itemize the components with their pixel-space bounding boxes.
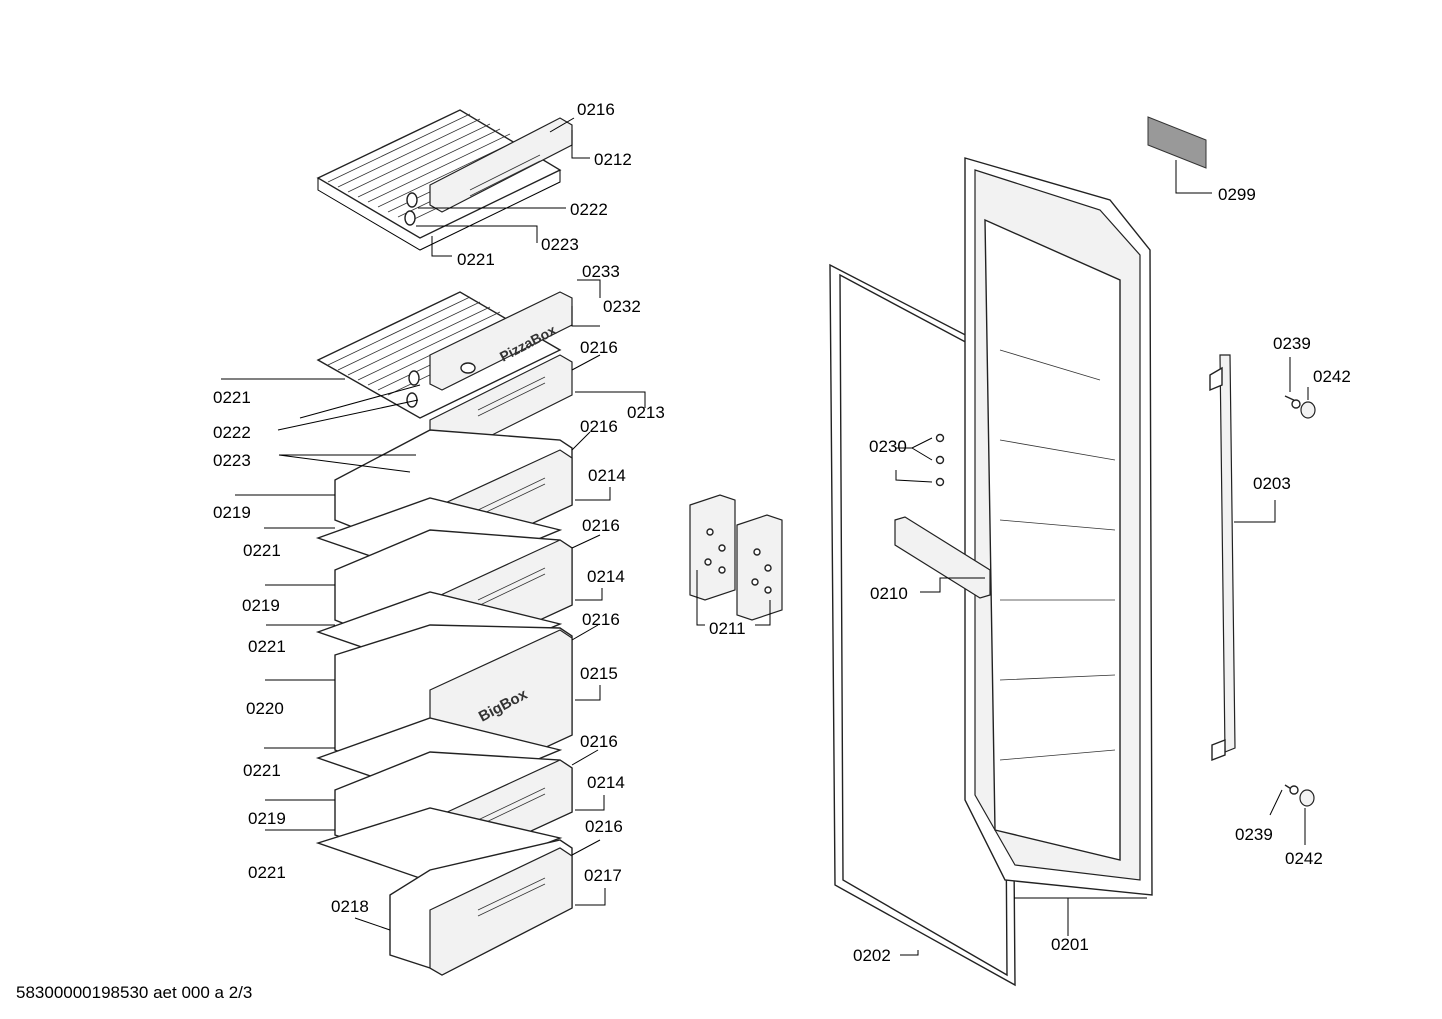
- door-screws: [935, 433, 945, 487]
- callout-label: 0299: [1218, 185, 1256, 204]
- callout-labels: 0216 0212 0222 0223 0221 0233 0232 0216 …: [213, 100, 1351, 965]
- callout-label: 0212: [594, 150, 632, 169]
- bolt-cap-upper: [1284, 395, 1316, 419]
- callout-label: 0210: [870, 584, 908, 603]
- callout-label: 0221: [248, 863, 286, 882]
- callout-label: 0216: [582, 610, 620, 629]
- callout-label: 0213: [627, 403, 665, 422]
- callout-label: 0232: [603, 297, 641, 316]
- callout-label: 0202: [853, 946, 891, 965]
- callout-label: 0219: [248, 809, 286, 828]
- callout-label: 0242: [1313, 367, 1351, 386]
- callout-label: 0215: [580, 664, 618, 683]
- callout-label: 0230: [869, 437, 907, 456]
- callout-label: 0221: [213, 388, 251, 407]
- callout-label: 0223: [213, 451, 251, 470]
- callout-label: 0218: [331, 897, 369, 916]
- leader-lines: [221, 117, 1309, 956]
- callout-label: 0216: [577, 100, 615, 119]
- external-handle: [1209, 354, 1236, 762]
- callout-label: 0233: [582, 262, 620, 281]
- callout-label: 0221: [243, 761, 281, 780]
- ice-pack-right: [736, 514, 783, 621]
- bottom-drawer: [389, 839, 573, 976]
- callout-label: 0220: [246, 699, 284, 718]
- callout-label: 0214: [587, 773, 625, 792]
- rating-label: [1147, 116, 1207, 169]
- callout-label: 0239: [1235, 825, 1273, 844]
- callout-label: 0221: [457, 250, 495, 269]
- callout-label: 0216: [580, 732, 618, 751]
- callout-label: 0221: [248, 637, 286, 656]
- callout-label: 0242: [1285, 849, 1323, 868]
- callout-label: 0214: [588, 466, 626, 485]
- callout-label: 0221: [243, 541, 281, 560]
- callout-label: 0216: [585, 817, 623, 836]
- callout-label: 0219: [213, 503, 251, 522]
- inner-door: [964, 157, 1153, 896]
- callout-label: 0216: [582, 516, 620, 535]
- callout-label: 0239: [1273, 334, 1311, 353]
- shelf-wire-5: [315, 807, 563, 886]
- callout-label: 0217: [584, 866, 622, 885]
- bolt-cap-lower: [1284, 784, 1315, 807]
- callout-label: 0214: [587, 567, 625, 586]
- top-shelf-hinge-parts: [404, 192, 418, 226]
- document-id: 58300000198530 aet 000 a 2/3: [16, 983, 252, 1002]
- callout-label: 0216: [580, 338, 618, 357]
- callout-label: 0216: [580, 417, 618, 436]
- ice-pack-left: [689, 494, 736, 601]
- callout-label: 0222: [570, 200, 608, 219]
- callout-label: 0219: [242, 596, 280, 615]
- callout-label: 0203: [1253, 474, 1291, 493]
- callout-label: 0201: [1051, 935, 1089, 954]
- callout-label: 0211: [709, 619, 746, 638]
- callout-label: 0223: [541, 235, 579, 254]
- callout-label: 0222: [213, 423, 251, 442]
